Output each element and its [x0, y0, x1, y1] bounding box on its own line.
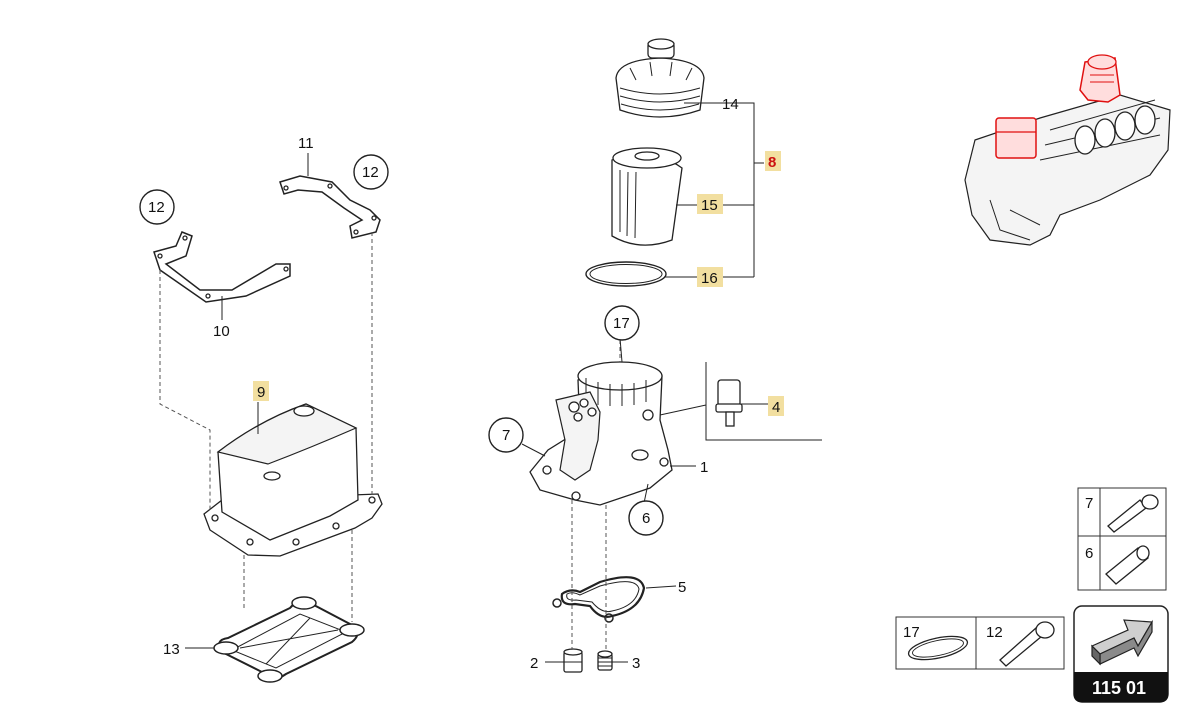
oil-filter-housing[interactable]: [529, 361, 673, 506]
oil-filter-element[interactable]: [611, 147, 683, 246]
label-3: 3: [632, 655, 640, 672]
circle-label-17: 17: [613, 315, 630, 332]
label-13: 13: [163, 641, 180, 658]
alignment-lines: [159, 232, 621, 652]
oil-pressure-sensor[interactable]: [659, 362, 822, 441]
label-2: 2: [530, 655, 538, 672]
circle-label-12-left: 12: [148, 199, 165, 216]
label-4: 4: [772, 399, 780, 416]
cooler-gasket[interactable]: [213, 596, 365, 683]
legend-label-7: 7: [1085, 495, 1093, 512]
legend-ring-screw-17-12[interactable]: 17 12: [895, 616, 1065, 670]
highlight-8: [765, 151, 781, 171]
highlight-9: [253, 381, 269, 401]
legend-label-6: 6: [1085, 545, 1093, 562]
legend-label-12: 12: [986, 624, 1003, 641]
housing-gasket[interactable]: [552, 576, 646, 623]
label-8: 8: [768, 154, 776, 171]
page-code: 115 01: [1092, 678, 1146, 698]
highlight-4: [768, 396, 784, 416]
leader-lines: [185, 102, 770, 663]
circle-label-6: 6: [642, 510, 650, 527]
circle-label-12-right: 12: [362, 164, 379, 181]
plug-3[interactable]: [597, 650, 613, 671]
legend-screws-7-6[interactable]: 7 6: [1077, 487, 1167, 591]
next-page-button[interactable]: 115 01: [1073, 605, 1169, 703]
highlight-15: [697, 194, 723, 214]
label-10: 10: [213, 323, 230, 340]
highlight-16: [697, 267, 723, 287]
label-15: 15: [701, 197, 718, 214]
screw-7-icon: [1107, 494, 1159, 533]
highlighted-oil-filter-housing: [1079, 54, 1121, 103]
engine-overview-thumbnail[interactable]: [964, 54, 1171, 246]
bracket-10[interactable]: [153, 231, 291, 303]
oil-cooler[interactable]: [203, 403, 383, 557]
arrow-icon: [1090, 619, 1154, 666]
label-1: 1: [700, 459, 708, 476]
screw-12-icon: [999, 621, 1055, 667]
legend-label-17: 17: [903, 624, 920, 641]
label-11: 11: [298, 135, 314, 152]
label-5: 5: [678, 579, 686, 596]
label-16: 16: [701, 270, 718, 287]
circled-references: 12 12 17 7 6: [139, 154, 664, 536]
highlighted-oil-cooler: [995, 117, 1037, 159]
part-labels: 14 8 15 16 4 9 1 5 2 3 11 10 13: [163, 96, 784, 672]
sleeve-6-icon: [1105, 545, 1150, 585]
o-ring-16[interactable]: [585, 261, 667, 287]
o-ring-17-icon: [907, 635, 969, 661]
label-9: 9: [257, 384, 265, 401]
oil-filter-cap[interactable]: [615, 38, 705, 118]
circle-label-7: 7: [502, 427, 510, 444]
label-14: 14: [722, 96, 739, 113]
plug-2[interactable]: [563, 648, 583, 673]
bracket-11[interactable]: [279, 175, 381, 239]
